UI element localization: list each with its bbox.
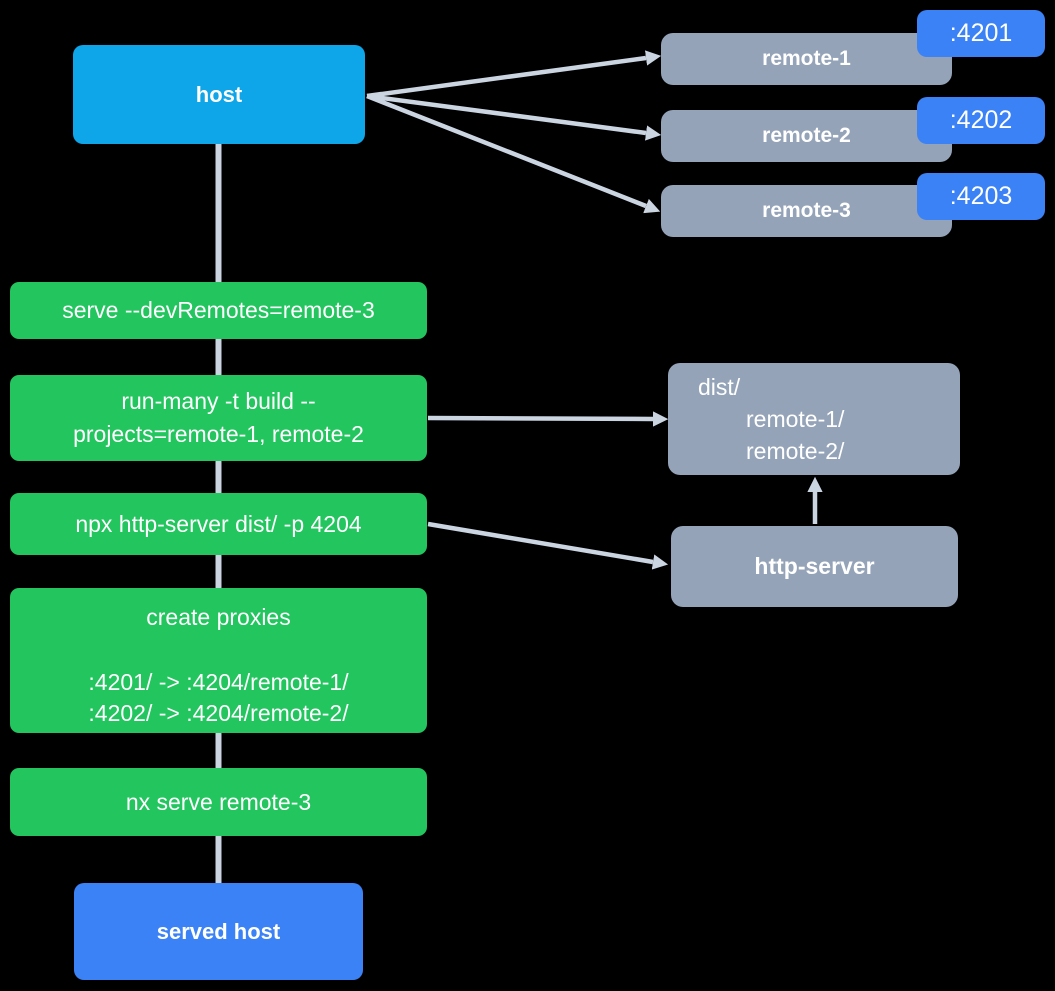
remote-3-node: remote-3 bbox=[661, 185, 952, 237]
arrow-host-to-remote-1 bbox=[366, 50, 662, 99]
dist-folder-root: dist/ bbox=[698, 374, 741, 400]
command-serve-dev-remotes-label: serve --devRemotes=remote-3 bbox=[62, 297, 375, 323]
proxy-rule-4202: :4202/ -> :4204/remote-2/ bbox=[88, 700, 349, 726]
remote-1-label: remote-1 bbox=[762, 47, 851, 70]
command-run-many-line-1: run-many -t build -- bbox=[121, 388, 316, 414]
dist-folder-node: dist/ remote-1/ remote-2/ bbox=[668, 363, 960, 475]
command-run-many-line-2: projects=remote-1, remote-2 bbox=[73, 421, 364, 447]
command-serve-dev-remotes: serve --devRemotes=remote-3 bbox=[10, 282, 427, 339]
command-npx-http-server-label: npx http-server dist/ -p 4204 bbox=[75, 510, 362, 537]
remote-1-node: remote-1 bbox=[661, 33, 952, 85]
host-label: host bbox=[195, 81, 243, 107]
command-run-many-build: run-many -t build -- projects=remote-1, … bbox=[10, 375, 427, 461]
arrow-run-many-to-dist bbox=[427, 411, 669, 427]
served-host-node: served host bbox=[74, 883, 363, 980]
port-badge-4203: :4203 bbox=[917, 173, 1045, 220]
dist-folder-remote-2: remote-2/ bbox=[746, 438, 845, 464]
remote-2-label: remote-2 bbox=[762, 124, 851, 147]
port-badge-4202-label: :4202 bbox=[949, 106, 1013, 134]
command-create-proxies: create proxies :4201/ -> :4204/remote-1/… bbox=[10, 588, 427, 733]
proxy-rule-4201: :4201/ -> :4204/remote-1/ bbox=[88, 669, 349, 695]
port-badge-4202: :4202 bbox=[917, 97, 1045, 144]
command-npx-http-server: npx http-server dist/ -p 4204 bbox=[10, 493, 427, 555]
remote-2-node: remote-2 bbox=[661, 110, 952, 162]
arrow-host-to-remote-2 bbox=[366, 93, 662, 141]
http-server-node: http-server bbox=[671, 526, 958, 607]
remote-3-label: remote-3 bbox=[762, 199, 851, 222]
arrow-http-command-to-http-server bbox=[427, 521, 669, 570]
command-nx-serve-remote-3: nx serve remote-3 bbox=[10, 768, 427, 836]
dist-folder-remote-1: remote-1/ bbox=[746, 406, 845, 432]
command-nx-serve-remote-3-label: nx serve remote-3 bbox=[125, 788, 312, 815]
host-node: host bbox=[73, 45, 365, 144]
port-badge-4203-label: :4203 bbox=[949, 182, 1013, 210]
arrow-host-to-remote-3 bbox=[366, 93, 661, 214]
http-server-label: http-server bbox=[754, 553, 875, 579]
served-host-label: served host bbox=[156, 918, 281, 944]
port-badge-4201: :4201 bbox=[917, 10, 1045, 57]
port-badge-4201-label: :4201 bbox=[949, 19, 1013, 47]
create-proxies-title: create proxies bbox=[146, 604, 291, 630]
